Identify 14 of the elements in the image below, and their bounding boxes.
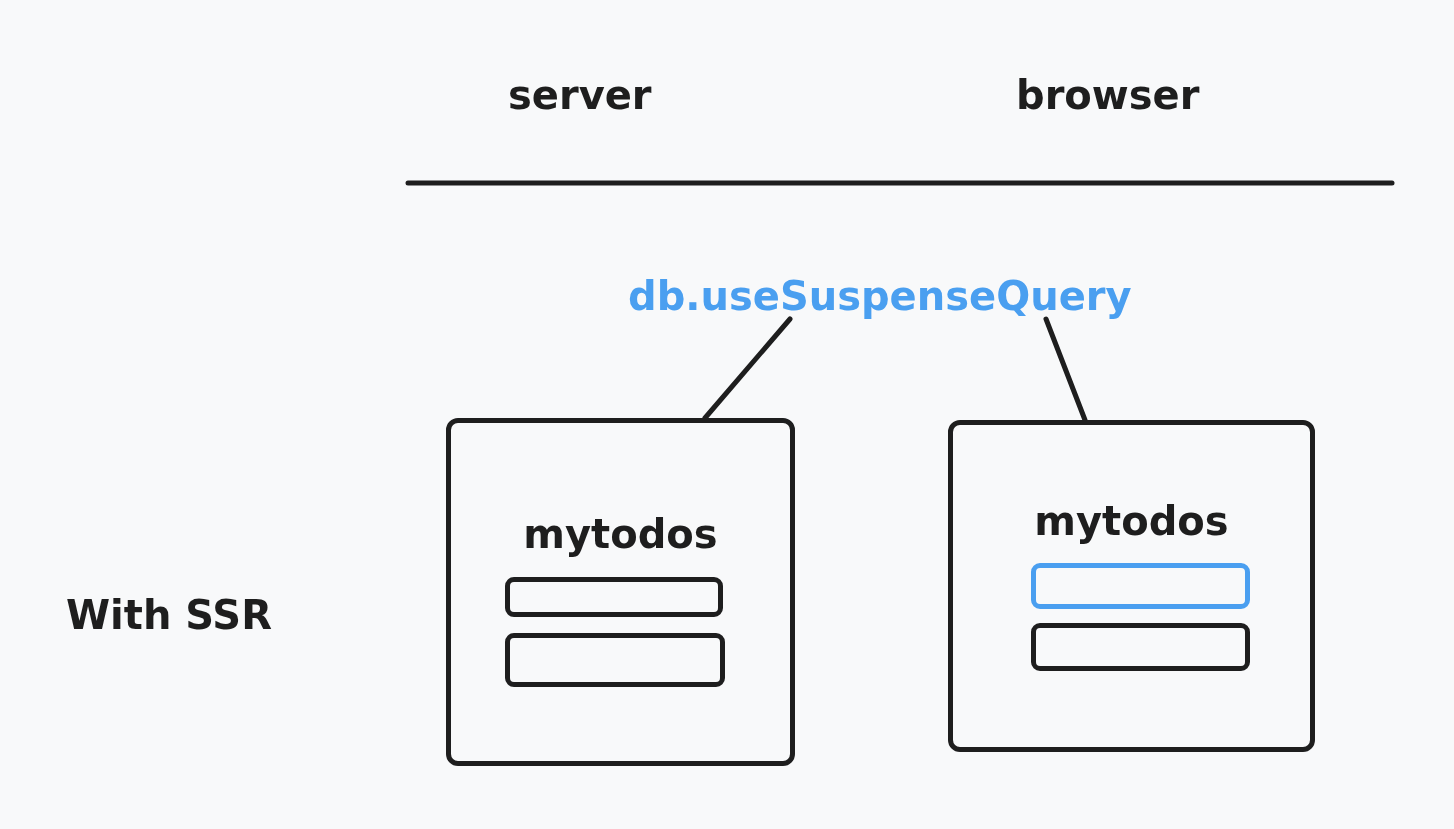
column-heading: browser	[1016, 72, 1200, 118]
row-label: With SSR	[66, 592, 272, 638]
column-heading: server	[508, 72, 652, 118]
component-box	[948, 420, 1315, 752]
component-title: mytodos	[523, 511, 718, 557]
list-item-bar	[1031, 623, 1250, 671]
list-item-bar	[505, 633, 725, 687]
function-label: db.useSuspenseQuery	[628, 273, 1132, 319]
component-title: mytodos	[1034, 498, 1229, 544]
list-item-bar	[505, 577, 723, 617]
component-box	[446, 418, 795, 766]
list-item-bar	[1031, 563, 1250, 609]
connector-line	[702, 316, 793, 421]
connector-line	[1043, 316, 1088, 423]
